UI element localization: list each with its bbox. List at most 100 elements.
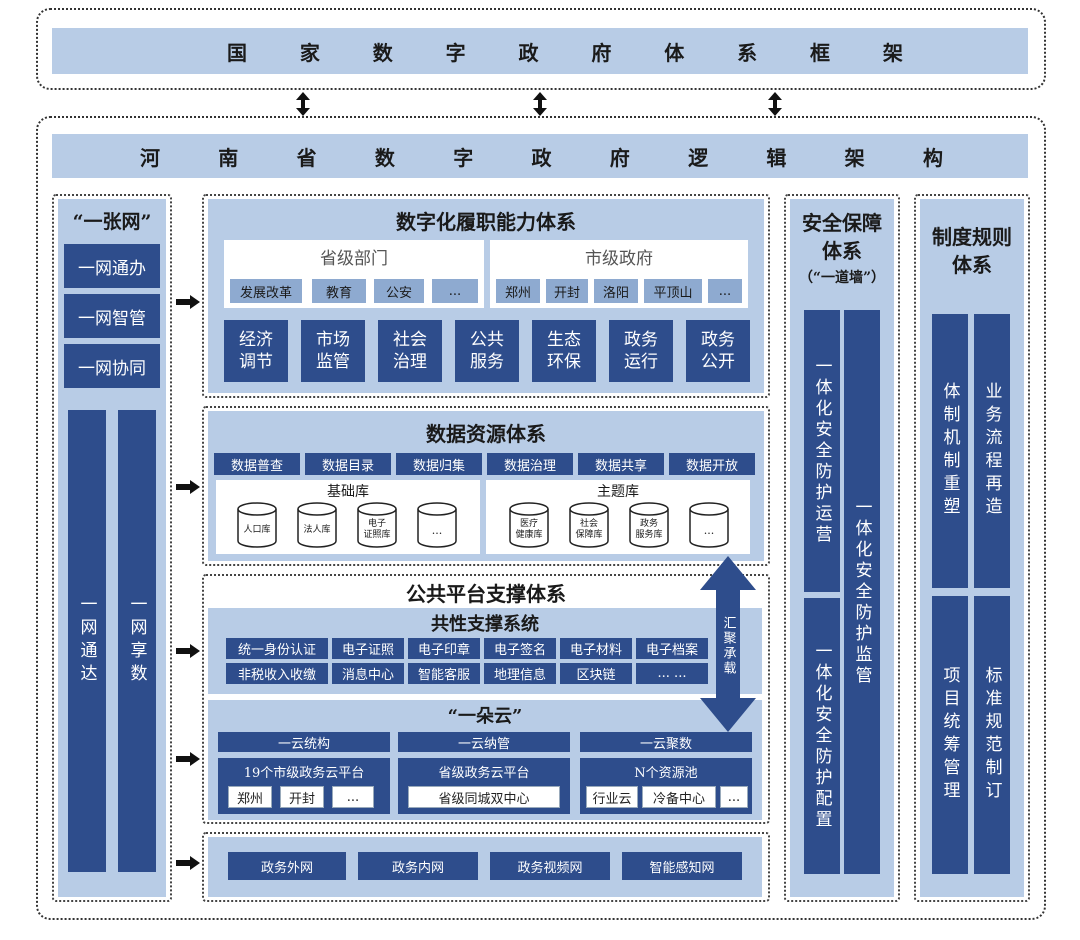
capability-frame: [202, 194, 770, 398]
function-line: 监管: [316, 352, 350, 372]
title-char: 河: [140, 145, 160, 170]
title-char: 辑: [766, 145, 787, 170]
cloud-resource-item: ...: [720, 786, 748, 808]
data-op: 数据归集: [396, 453, 482, 475]
data-op: 数据共享: [578, 453, 664, 475]
city-item: 洛阳: [594, 279, 638, 303]
converge-carry-label: 汇聚承载: [720, 616, 736, 676]
title-char: 数: [372, 40, 393, 65]
province-item: 发展改革: [230, 279, 302, 303]
network-item: 政务内网: [358, 852, 478, 880]
cloud-province-item: 省级同城双中心: [408, 786, 560, 808]
function-box: 经济调节: [224, 320, 288, 382]
database-icon: [417, 502, 457, 548]
database-cylinder: 医疗 健康库: [508, 502, 550, 548]
security-ops: 一体化安全防护运营: [804, 310, 840, 592]
data-op: 数据普查: [214, 453, 300, 475]
cloud-box-city-title: 19个市级政务云平台: [243, 765, 365, 781]
security-frame: [784, 194, 900, 902]
function-line: 公开: [701, 352, 735, 372]
city-item: ...: [708, 279, 742, 303]
double-arrow-icon: [296, 92, 310, 116]
title-char: 家: [299, 40, 320, 65]
security-config: 一体化安全防护配置: [804, 598, 840, 874]
cloud-city-item: ...: [332, 786, 374, 808]
arrow-right-icon: [176, 752, 200, 766]
rules-title-line1: 制度规则: [932, 224, 1012, 249]
database-label: ...: [431, 523, 443, 537]
database-label: 医疗 健康库: [515, 519, 543, 540]
cloud-resource-item: 冷备中心: [642, 786, 716, 808]
national-framework-title: 国 家 数 字 政 府 体 系 框 架: [52, 28, 1028, 74]
support-item: 消息中心: [332, 663, 404, 684]
database-label: 法人库: [303, 524, 331, 535]
support-item: 区块链: [560, 663, 632, 684]
platform-title: 公共平台支撑体系: [406, 581, 566, 606]
function-line: 公共: [470, 330, 504, 350]
net-item: 一网智管: [64, 294, 160, 338]
function-line: 社会: [393, 330, 427, 350]
function-line: 调节: [239, 352, 273, 372]
national-framework-frame: [36, 8, 1046, 90]
rules-frame: [914, 194, 1030, 902]
database-cylinder: 法人库: [296, 502, 338, 548]
title-char: 构: [922, 145, 943, 170]
support-item: 电子印章: [408, 638, 480, 659]
support-item: 智能客服: [408, 663, 480, 684]
database-label: 政务 服务库: [635, 519, 663, 540]
network-frame: [202, 832, 770, 902]
security-subtitle: （“一道墙”）: [798, 270, 886, 286]
support-item: 电子证照: [332, 638, 404, 659]
rules-standard: 标准规范制订: [974, 596, 1010, 874]
function-box: 政务运行: [609, 320, 673, 382]
support-item: ... ...: [636, 663, 708, 684]
security-title-line2: 体系: [822, 238, 862, 263]
title-char: 南: [218, 145, 239, 170]
henan-architecture-frame: [36, 116, 1046, 920]
database-cylinder: 电子 证照库: [356, 502, 398, 548]
title-char: 系: [737, 40, 758, 65]
net-column-xiangshu: 一网享数: [118, 410, 156, 872]
database-icon: [689, 502, 729, 548]
theme-library-label: 主题库: [597, 484, 639, 500]
net-column-tongda: 一网通达: [68, 410, 106, 872]
support-item: 电子签名: [484, 638, 556, 659]
network-item: 智能感知网: [622, 852, 742, 880]
database-icon: [237, 502, 277, 548]
function-box: 生态环保: [532, 320, 596, 382]
title-char: 字: [453, 145, 474, 170]
title-char: 框: [810, 40, 830, 65]
rules-project: 项目统筹管理: [932, 596, 968, 874]
database-cylinder: 人口库: [236, 502, 278, 548]
database-label: ...: [703, 523, 715, 537]
cloud-box-resource-title: N个资源池: [634, 765, 698, 781]
cloud-head: 一云聚数: [580, 732, 752, 752]
title-char: 府: [609, 145, 630, 170]
arrow-right-icon: [176, 295, 200, 309]
one-net-frame: [52, 194, 172, 902]
title-char: 字: [445, 40, 466, 65]
cloud-city-item: 郑州: [228, 786, 272, 808]
cloud-box-province-title: 省级政务云平台: [438, 765, 530, 781]
province-item: 教育: [312, 279, 366, 303]
title-char: 架: [882, 40, 903, 65]
base-library-label: 基础库: [327, 484, 369, 500]
cloud-head: 一云纳管: [398, 732, 570, 752]
function-line: 运行: [624, 352, 658, 372]
double-arrow-icon: [533, 92, 547, 116]
database-icon: [297, 502, 337, 548]
city-item: 开封: [546, 279, 588, 303]
support-item: 电子材料: [560, 638, 632, 659]
function-line: 政务: [624, 330, 658, 350]
title-char: 数: [374, 145, 395, 170]
rules-title-line2: 体系: [952, 252, 992, 277]
arrow-right-icon: [176, 856, 200, 870]
double-arrow-icon: [768, 92, 782, 116]
function-line: 治理: [393, 352, 427, 372]
one-cloud-title: “一朵云”: [447, 706, 523, 727]
function-line: 环保: [547, 352, 581, 372]
function-box: 市场监管: [301, 320, 365, 382]
province-dept-label: 省级部门: [320, 248, 388, 269]
title-char: 国: [227, 40, 247, 65]
city-gov-label: 市级政府: [585, 248, 653, 269]
